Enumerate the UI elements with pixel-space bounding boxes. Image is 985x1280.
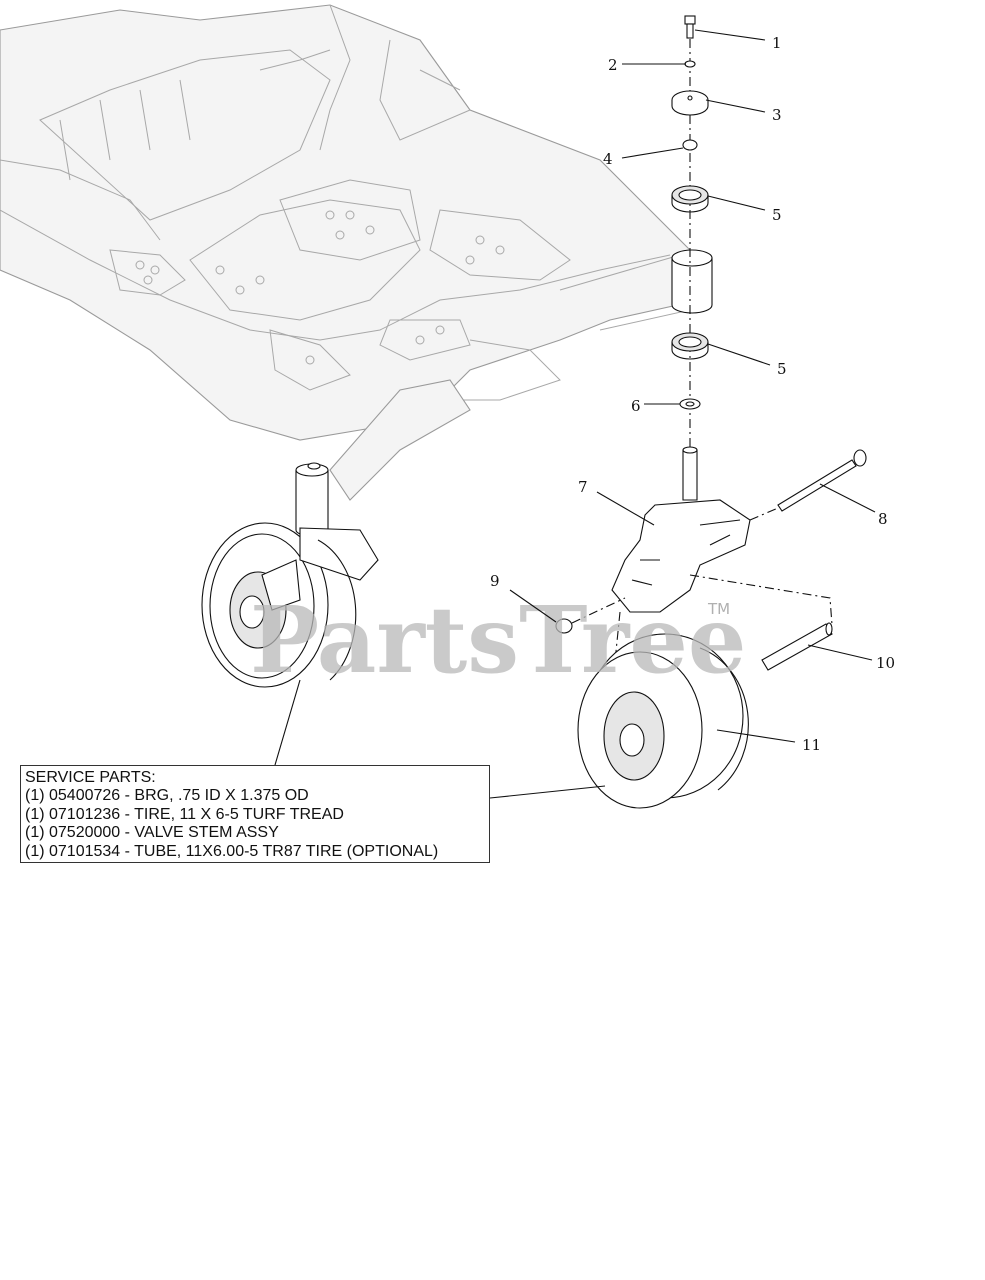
service-parts-heading: SERVICE PARTS: <box>25 769 156 786</box>
service-part-line: (1) 07101534 - TUBE, 11X6.00-5 TR87 TIRE… <box>25 842 439 860</box>
spacer-part-10 <box>761 622 833 671</box>
caster-fork-part-7 <box>611 446 751 613</box>
service-part-line: (1) 07101236 - TIRE, 11 X 6-5 TURF TREAD <box>25 805 344 823</box>
callout-11: 11 <box>802 736 821 754</box>
service-parts-box: SERVICE PARTS: (1) 05400726 - BRG, .75 I… <box>20 765 490 863</box>
callout-2: 2 <box>608 56 618 74</box>
watermark: PartsTree TM <box>250 586 746 694</box>
callout-10: 10 <box>876 654 895 672</box>
watermark-tm: TM <box>707 600 730 618</box>
watermark-text: PartsTree <box>250 586 746 694</box>
leader-lines <box>274 29 876 799</box>
axle-bolt-part-8 <box>777 449 867 512</box>
assembled-caster-left <box>201 462 379 688</box>
callout-3: 3 <box>772 106 782 124</box>
washer-part-6 <box>679 398 701 410</box>
callout-9: 9 <box>490 572 500 590</box>
nut-part-9 <box>555 618 573 634</box>
callout-7: 7 <box>578 478 588 496</box>
callout-6: 6 <box>631 397 641 415</box>
callout-5-bottom: 5 <box>777 360 787 378</box>
callout-5-top: 5 <box>772 206 782 224</box>
exploded-hardware <box>555 15 867 809</box>
mower-frame <box>0 4 713 501</box>
service-part-line: (1) 05400726 - BRG, .75 ID X 1.375 OD <box>25 787 309 805</box>
service-part-line: (1) 07520000 - VALVE STEM ASSY <box>25 824 279 842</box>
callout-1: 1 <box>772 34 782 52</box>
bolt-part-1 <box>684 15 696 25</box>
wheel-part-11 <box>577 633 749 809</box>
callout-labels: 1 2 3 4 5 5 6 7 8 9 10 11 <box>490 34 895 754</box>
clip-part-4 <box>682 139 698 151</box>
callout-4: 4 <box>603 150 613 168</box>
washer-part-2 <box>684 60 696 68</box>
callout-8: 8 <box>878 510 888 528</box>
